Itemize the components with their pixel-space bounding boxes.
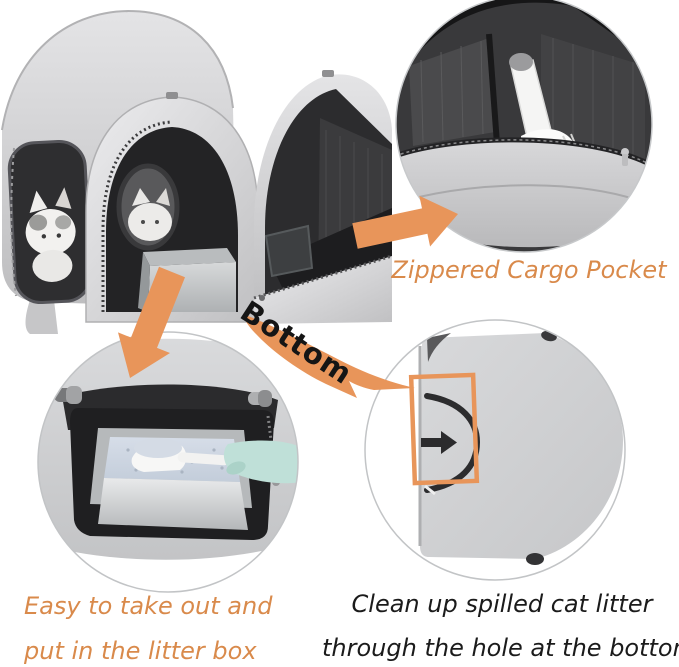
panel-tab-bottom xyxy=(526,553,544,565)
middle-tent xyxy=(85,92,259,323)
gloved-hand xyxy=(223,440,298,484)
cargo-pocket xyxy=(396,137,652,248)
bottom-panel-inset-photo xyxy=(364,319,626,581)
mesh-window xyxy=(409,38,495,146)
cargo-pocket-inset-photo xyxy=(395,0,653,253)
hole-pointer-arrow-icon xyxy=(421,431,457,454)
easy-caption-line1: Easy to take out and xyxy=(24,592,273,620)
left-tent-window xyxy=(7,139,93,305)
cat-in-left-tent xyxy=(25,187,76,282)
easy-caption-line2: put in the litter box xyxy=(24,637,257,665)
clean-caption-line1: Clean up spilled cat litter xyxy=(351,590,653,618)
scoop-with-litter xyxy=(131,438,230,472)
zipper-pull xyxy=(621,148,629,166)
clean-caption-line2: through the hole at the bottom xyxy=(322,634,679,662)
folded-bottom-panel xyxy=(420,333,623,559)
litter-box-inset-photo xyxy=(37,331,299,593)
tent-pole-right xyxy=(248,390,272,407)
cargo-pocket-caption: Zippered Cargo Pocket xyxy=(391,256,667,284)
right-tent xyxy=(253,70,392,324)
main-product-photo xyxy=(1,9,392,334)
highlight-rectangle xyxy=(408,372,480,486)
litter-box-silhouette xyxy=(264,224,314,278)
cat-in-middle-tent xyxy=(116,163,180,251)
tent-top-tab xyxy=(166,92,178,99)
litter-box-in-tent xyxy=(138,248,236,312)
tent-pole-left xyxy=(54,386,82,404)
